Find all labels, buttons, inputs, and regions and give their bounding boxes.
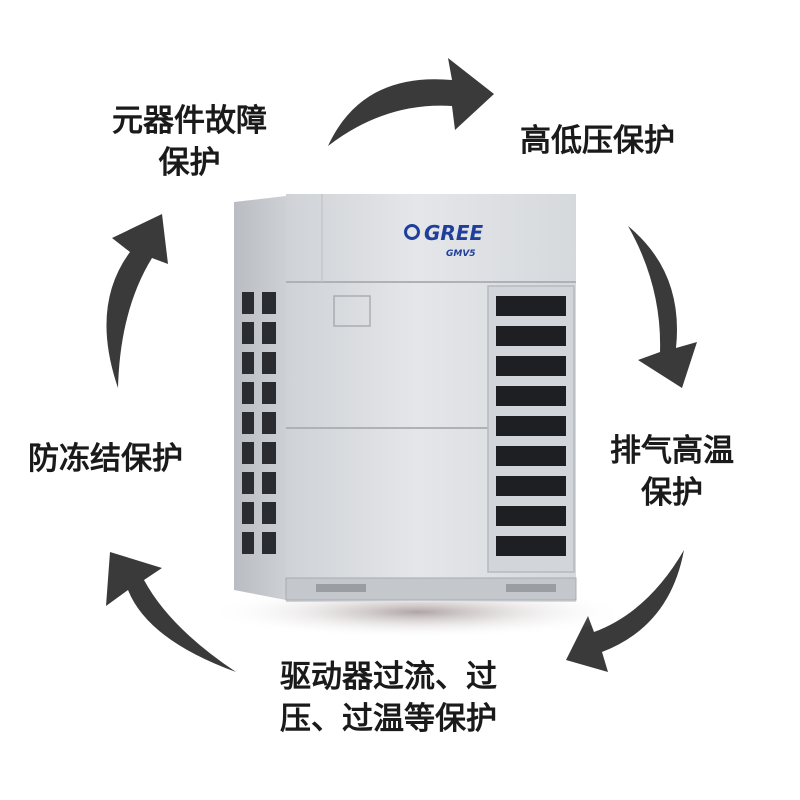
label-line: 防冻结保护: [28, 441, 183, 477]
arrow-right-lower-icon: [566, 550, 684, 672]
label-discharge-high-temp: 排气高温 保护: [610, 430, 734, 514]
unit-base: [285, 577, 577, 601]
gree-logo-icon: [404, 224, 420, 240]
label-line: 保护: [158, 145, 221, 181]
label-component-fault: 元器件故障 保护: [112, 100, 267, 184]
cycle-arrows: [106, 58, 697, 672]
label-line: 压、过温等保护: [280, 701, 497, 737]
arrow-left-lower-icon: [106, 552, 236, 672]
label-line: 元器件故障: [112, 103, 267, 139]
label-line: 驱动器过流、过: [280, 659, 497, 695]
label-anti-freeze: 防冻结保护: [28, 438, 183, 480]
label-line: 保护: [641, 475, 703, 511]
grille-slats: [496, 296, 566, 556]
sub-brand-logo: GMV5: [446, 249, 476, 259]
access-panel: [333, 295, 371, 327]
arrow-left-upper-icon: [106, 214, 168, 388]
arrow-right-upper-icon: [628, 226, 697, 388]
label-line: 排气高温: [610, 433, 734, 469]
brand-logo: GREE: [424, 221, 483, 245]
label-driver-protection: 驱动器过流、过 压、过温等保护: [280, 656, 497, 740]
unit-side-panel: [234, 196, 286, 600]
side-vents: [242, 292, 276, 554]
label-high-low-pressure: 高低压保护: [520, 120, 675, 162]
arrow-top-icon: [328, 58, 494, 146]
outdoor-unit: GREE GMV5: [208, 194, 628, 638]
label-line: 高低压保护: [520, 123, 675, 159]
